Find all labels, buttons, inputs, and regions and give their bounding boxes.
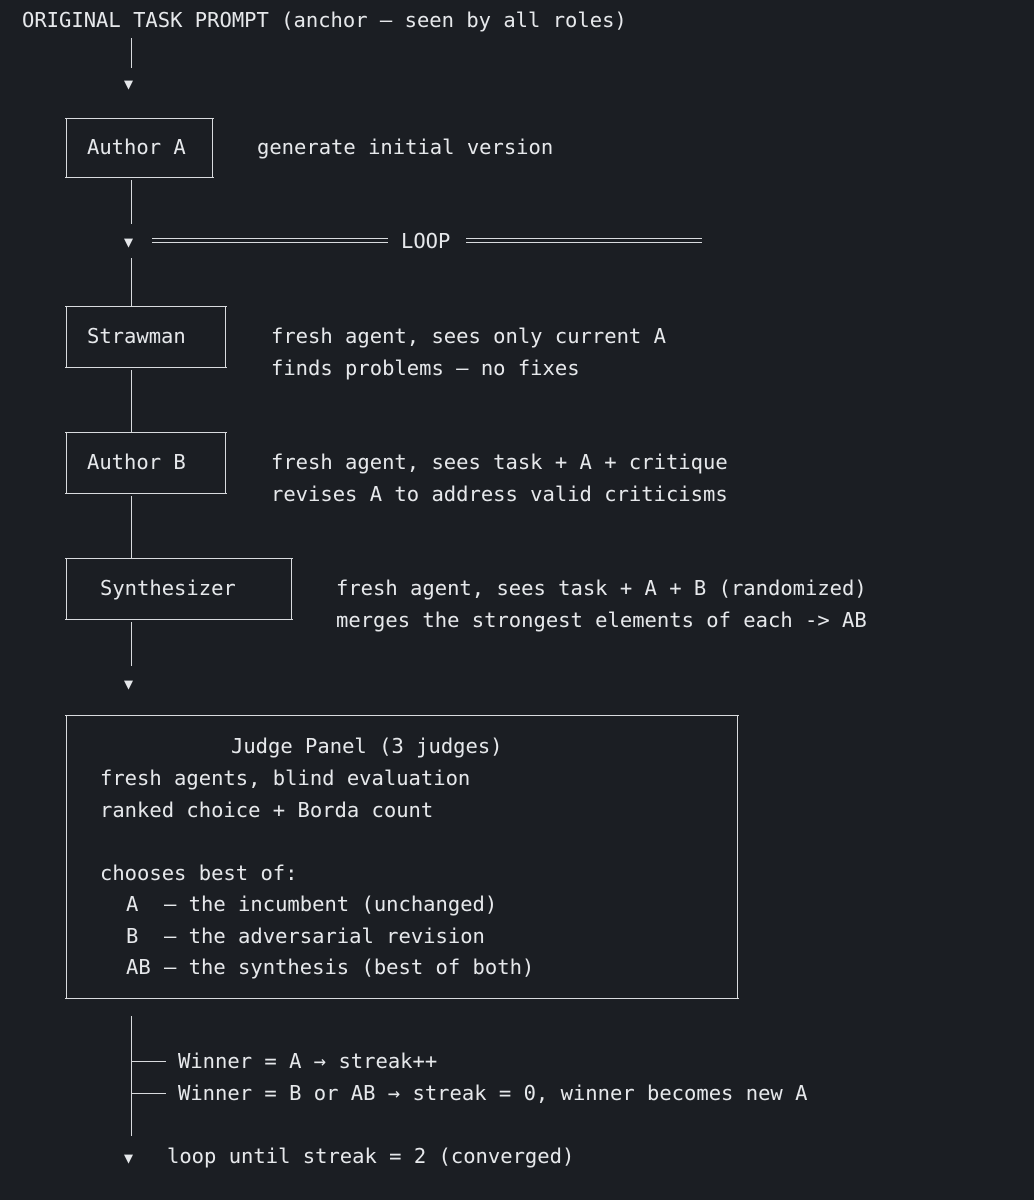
author-a-box: [65, 118, 214, 178]
option-key: B: [126, 924, 139, 948]
author-a-description: generate initial version: [257, 135, 554, 159]
connector-line: [131, 38, 132, 68]
down-arrow-icon: ▼: [124, 233, 134, 251]
connector-line: [131, 180, 132, 224]
judge-panel-line-1: fresh agents, blind evaluation: [100, 766, 471, 790]
judge-panel-chooses: chooses best of:: [100, 861, 298, 885]
synthesizer-label: Synthesizer: [100, 576, 236, 600]
connector-line: [131, 1016, 132, 1136]
connector-line: [131, 622, 132, 666]
option-description: — the adversarial revision: [164, 924, 485, 948]
loop-divider-left: [152, 238, 388, 243]
author-b-box: [65, 432, 227, 494]
option-key: A: [126, 892, 139, 916]
connector-line: [131, 258, 132, 306]
loop-condition: loop until streak = 2 (converged): [167, 1144, 575, 1168]
connector-line: [131, 370, 132, 432]
author-b-description-1: fresh agent, sees task + A + critique: [271, 450, 728, 474]
loop-label: LOOP: [401, 229, 451, 253]
strawman-description-1: fresh agent, sees only current A: [271, 324, 666, 348]
judge-panel-title: Judge Panel (3 judges): [231, 734, 503, 758]
outcome-winner-b-or-ab: Winner = B or AB → streak = 0, winner be…: [178, 1081, 808, 1105]
strawman-description-2: finds problems — no fixes: [271, 356, 580, 380]
author-b-label: Author B: [87, 450, 186, 474]
strawman-label: Strawman: [87, 324, 186, 348]
outcome-winner-a: Winner = A → streak++: [178, 1049, 438, 1073]
option-description: — the synthesis (best of both): [164, 955, 535, 979]
judge-panel-line-2: ranked choice + Borda count: [100, 798, 434, 822]
down-arrow-icon: ▼: [124, 675, 134, 693]
connector-line: [131, 496, 132, 558]
author-b-description-2: revises A to address valid criticisms: [271, 482, 728, 506]
anchor-prompt-title: ORIGINAL TASK PROMPT (anchor — seen by a…: [22, 8, 627, 32]
branch-line: [131, 1093, 166, 1094]
synthesizer-description-2: merges the strongest elements of each ->…: [336, 608, 867, 632]
judge-panel-box: [65, 715, 739, 999]
down-arrow-icon: ▼: [124, 75, 134, 93]
option-key: AB: [126, 955, 151, 979]
synthesizer-description-1: fresh agent, sees task + A + B (randomiz…: [336, 576, 867, 600]
option-description: — the incumbent (unchanged): [164, 892, 498, 916]
synthesizer-box: [65, 558, 293, 620]
down-arrow-icon: ▼: [124, 1149, 134, 1167]
branch-line: [131, 1061, 166, 1062]
strawman-box: [65, 306, 227, 368]
author-a-label: Author A: [87, 135, 186, 159]
loop-divider-right: [466, 238, 702, 243]
